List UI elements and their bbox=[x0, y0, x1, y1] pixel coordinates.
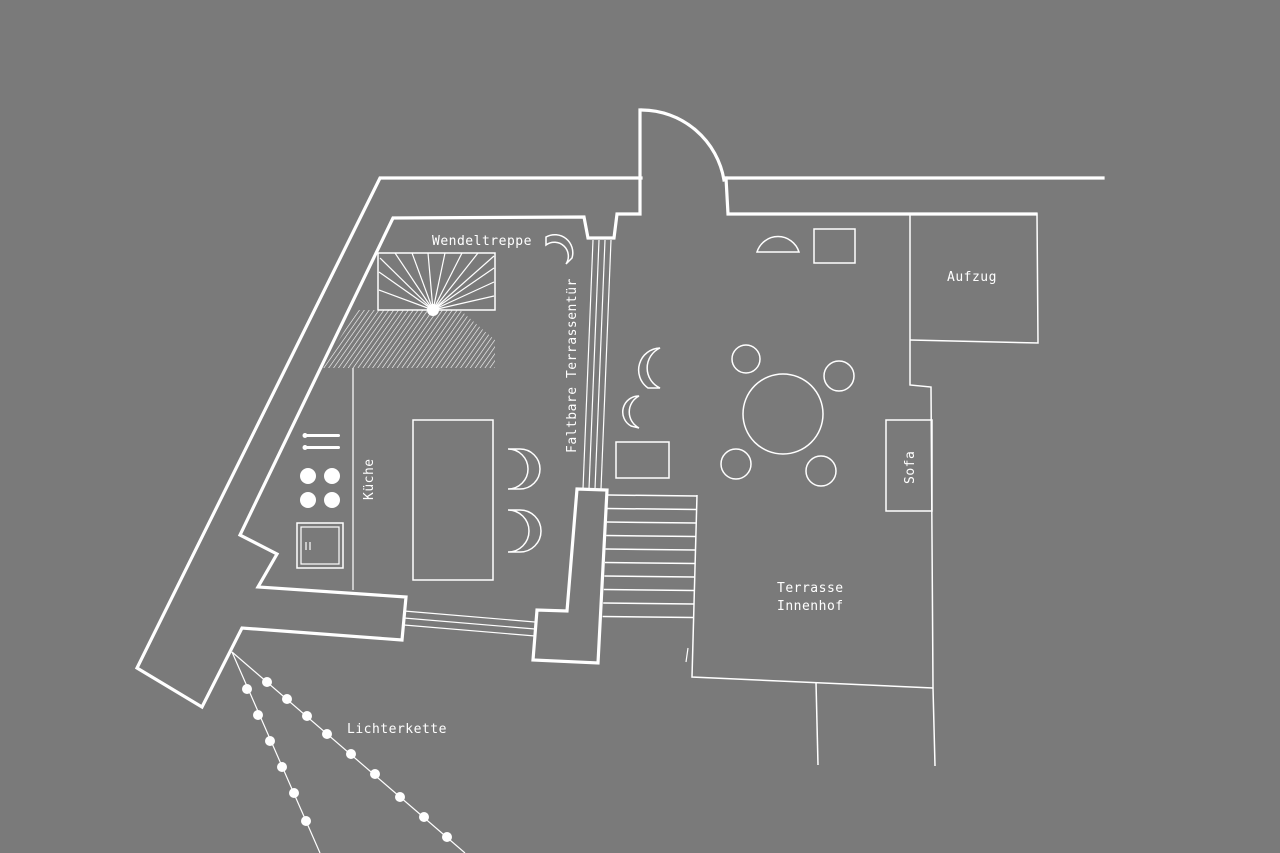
kitchen-island bbox=[412, 419, 494, 581]
stair-tread bbox=[432, 255, 495, 311]
label-sofa: Sofa bbox=[903, 451, 918, 484]
outer-wall-left bbox=[134, 108, 643, 710]
step bbox=[603, 588, 695, 592]
label-terrace: Terrasse bbox=[777, 581, 844, 596]
terrace-steps bbox=[602, 494, 698, 619]
stair-tread bbox=[432, 252, 479, 311]
label-string-lights: Lichterkette bbox=[347, 722, 447, 737]
stair-hatch bbox=[322, 310, 495, 368]
window-bottom bbox=[403, 610, 536, 637]
step bbox=[607, 507, 697, 511]
stair-tread bbox=[427, 252, 434, 311]
light-bulb bbox=[253, 710, 263, 720]
step bbox=[604, 561, 696, 565]
stair-tread bbox=[432, 281, 495, 311]
stair-tread bbox=[432, 252, 463, 311]
folding-door bbox=[582, 239, 612, 490]
bar-stool bbox=[507, 448, 541, 490]
light-bulb bbox=[301, 816, 311, 826]
stair-tread bbox=[378, 289, 434, 311]
stair-tread bbox=[378, 271, 434, 311]
label-elevator: Aufzug bbox=[947, 270, 997, 285]
stair-tread bbox=[432, 252, 446, 311]
entrance-door-swing bbox=[640, 108, 726, 182]
label-courtyard: Innenhof bbox=[777, 599, 844, 614]
stair-center bbox=[427, 304, 439, 316]
labels: Wendeltreppe Faltbare Terrassentür Aufzu… bbox=[347, 234, 997, 737]
terrace-furniture bbox=[615, 228, 933, 512]
stair-tread bbox=[394, 252, 434, 311]
step bbox=[603, 602, 694, 605]
label-folding-door: Faltbare Terrassentür bbox=[565, 278, 580, 453]
dining-chair bbox=[805, 455, 837, 487]
step bbox=[606, 534, 696, 538]
light-bulb bbox=[395, 792, 405, 802]
stair-tread bbox=[411, 252, 434, 311]
dining-chair bbox=[731, 344, 761, 374]
light-bulb bbox=[277, 762, 287, 772]
light-bulb bbox=[265, 736, 275, 746]
stair-stool bbox=[545, 233, 574, 265]
light-bulb bbox=[242, 684, 252, 694]
walls bbox=[134, 108, 1105, 710]
dining-chair bbox=[823, 360, 855, 392]
string-lights bbox=[231, 651, 466, 853]
kitchen bbox=[296, 233, 574, 590]
low-table bbox=[615, 441, 670, 479]
sink-icon bbox=[296, 522, 344, 569]
dining-table bbox=[742, 373, 824, 455]
spiral-staircase bbox=[322, 252, 496, 368]
side-table bbox=[813, 228, 856, 264]
terrace-boundary bbox=[685, 213, 1039, 767]
step bbox=[606, 521, 697, 524]
light-bulb bbox=[322, 729, 332, 739]
light-bulb bbox=[442, 832, 452, 842]
step bbox=[602, 615, 694, 619]
dining-chair bbox=[720, 448, 752, 480]
stair-tread bbox=[432, 267, 495, 311]
step bbox=[604, 575, 695, 578]
label-kitchen: Küche bbox=[362, 458, 377, 500]
inner-wall-right bbox=[724, 176, 1038, 216]
lounge-chair bbox=[755, 235, 801, 253]
light-bulb bbox=[419, 812, 429, 822]
pillar-wall bbox=[531, 487, 609, 665]
chair bbox=[622, 395, 640, 429]
stair-tread bbox=[432, 295, 495, 311]
stair-tread bbox=[379, 257, 434, 311]
chair bbox=[637, 347, 661, 389]
light-bulb bbox=[346, 749, 356, 759]
step bbox=[607, 494, 698, 497]
light-bulb bbox=[302, 711, 312, 721]
bar-stool bbox=[507, 509, 542, 553]
stove-icon bbox=[300, 468, 340, 508]
cutlery-icon bbox=[302, 433, 340, 450]
light-bulb bbox=[282, 694, 292, 704]
step bbox=[605, 548, 696, 551]
light-bulb bbox=[262, 677, 272, 687]
light-bulb bbox=[289, 788, 299, 798]
label-stairs: Wendeltreppe bbox=[432, 234, 532, 249]
light-bulb bbox=[370, 769, 380, 779]
